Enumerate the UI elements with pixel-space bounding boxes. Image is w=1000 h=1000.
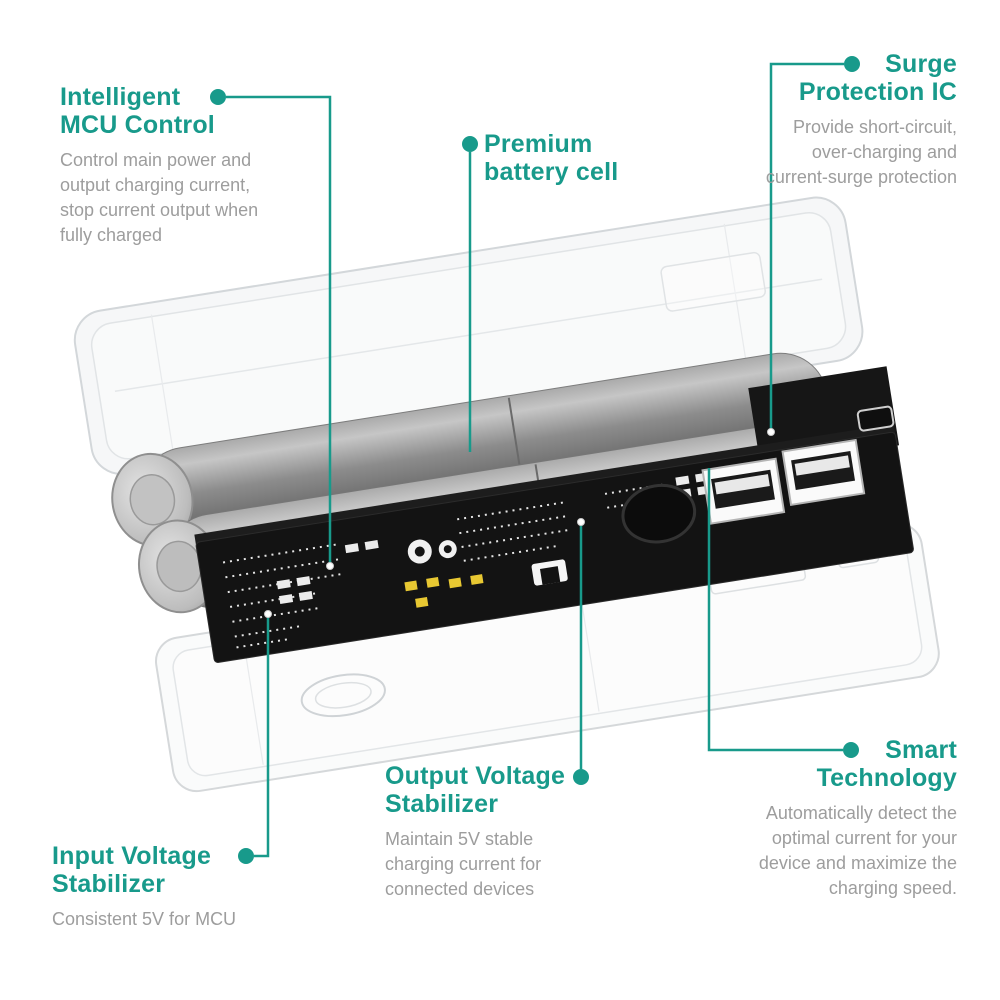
- leader-line-smart-technology: [707, 468, 843, 752]
- coil-component: [621, 483, 697, 544]
- callout-title: Smart Technology: [816, 736, 957, 792]
- usb-port-1: [701, 457, 786, 525]
- top-case: [73, 196, 864, 475]
- callout-body: Provide short-circuit, over-charging and…: [765, 117, 957, 187]
- callout-body: Control main power and output charging c…: [60, 150, 259, 245]
- callout-title: Input Voltage Stabilizer: [52, 842, 212, 898]
- callout-input-stabilizer: Input Voltage Stabilizer Consistent 5V f…: [52, 842, 236, 932]
- callout-surge-protection: Surge Protection IC Provide short-circui…: [766, 50, 957, 190]
- callout-dot-output-stabilizer: [573, 769, 589, 785]
- callout-title: Surge Protection IC: [798, 50, 957, 106]
- callout-title: Intelligent MCU Control: [60, 83, 215, 139]
- leader-line-intelligent-mcu: [226, 95, 332, 566]
- callout-premium-battery: Premium battery cell: [484, 130, 618, 186]
- leader-line-input-stabilizer: [254, 614, 270, 858]
- circuit-board: [194, 366, 914, 663]
- callout-dot-premium-battery: [462, 136, 478, 152]
- callout-title: Output Voltage Stabilizer: [385, 762, 566, 818]
- callout-body: Consistent 5V for MCU: [52, 909, 237, 929]
- callout-dot-intelligent-mcu: [210, 89, 226, 105]
- callout-output-stabilizer: Output Voltage Stabilizer Maintain 5V st…: [385, 762, 565, 902]
- case-oval-detail: [300, 673, 386, 718]
- callout-body: Maintain 5V stable charging current for …: [385, 829, 542, 899]
- callout-dot-smart-technology: [843, 742, 859, 758]
- callout-intelligent-mcu: Intelligent MCU Control Control main pow…: [60, 83, 258, 248]
- leader-line-surge-protection: [769, 62, 844, 432]
- callout-dot-surge-protection: [844, 56, 860, 72]
- micro-usb-port: [856, 405, 895, 432]
- callout-smart-technology: Smart Technology Automatically detect th…: [759, 736, 957, 901]
- callout-dot-input-stabilizer: [238, 848, 254, 864]
- callout-body: Automatically detect the optimal current…: [758, 803, 957, 898]
- leader-endpoint-dot: [326, 562, 334, 570]
- callout-title: Premium battery cell: [484, 130, 619, 186]
- pcb-capacitors: [404, 574, 484, 608]
- leader-endpoint-dot: [577, 518, 585, 526]
- leader-endpoint-dot: [767, 428, 775, 436]
- usb-port-2: [781, 438, 866, 507]
- leader-endpoint-dot: [264, 610, 272, 618]
- bottom-case: [155, 522, 940, 793]
